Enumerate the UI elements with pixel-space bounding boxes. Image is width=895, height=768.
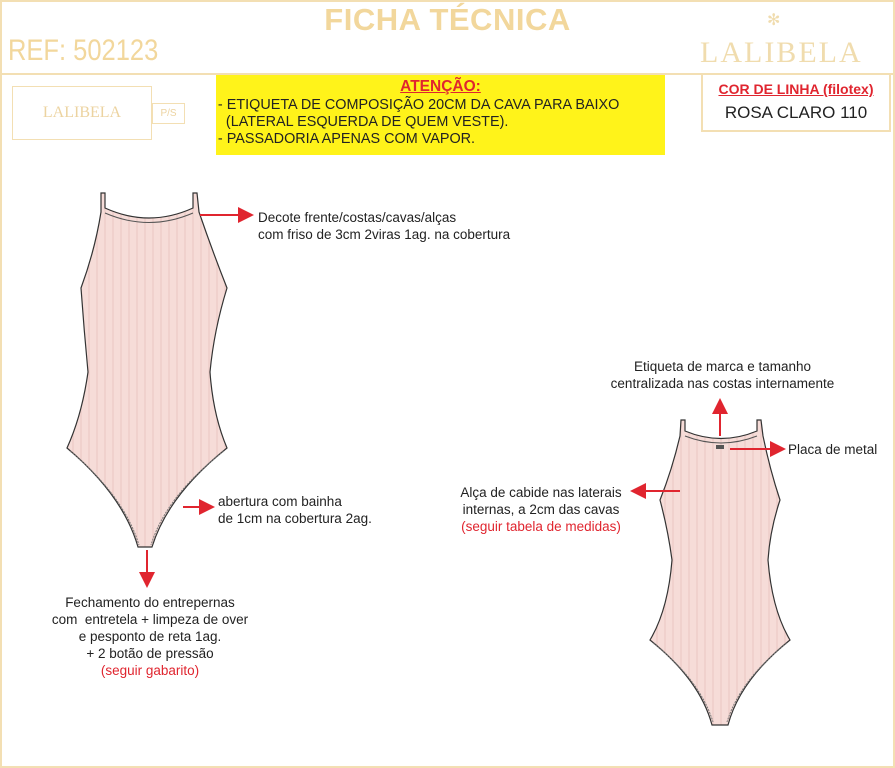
metal-plate-note: Placa de metal (788, 442, 878, 457)
warning-box: ATENÇÃO: - ETIQUETA DE COMPOSIÇÃO 20CM D… (216, 75, 665, 155)
thread-value: ROSA CLARO 110 (724, 103, 868, 122)
page-title: FICHA TÉCNICA (324, 2, 571, 37)
note-line: Fechamento do entrepernas (65, 595, 235, 610)
note-line: abertura com bainha (218, 494, 342, 509)
note-line: (seguir tabela de medidas) (461, 519, 621, 534)
note-line: Alça de cabide nas laterais (460, 485, 622, 500)
note-line: de 1cm na cobertura 2ag. (218, 511, 372, 526)
metal-plate-icon (716, 445, 724, 449)
header-divider (0, 73, 895, 75)
thread-color-box: COR DE LINHA (filotex) ROSA CLARO 110 (701, 75, 891, 132)
bee-logo-icon: ✻ (767, 12, 781, 29)
note-line: internas, a 2cm das cavas (462, 502, 620, 517)
crotch-note: Fechamento do entrepernas com entretela … (30, 594, 270, 679)
leg-note: abertura com bainha de 1cm na cobertura … (218, 493, 372, 527)
warning-heading: ATENÇÃO: (400, 78, 481, 95)
reference-code: REF: 502123 (8, 34, 159, 67)
warning-line: (LATERAL ESQUERDA DE QUEM VESTE). (217, 113, 509, 130)
brand-logo: LALIBELA (700, 36, 863, 69)
callout-arrows (139, 207, 786, 588)
hanger-loop-note: Alça de cabide nas laterais internas, a … (452, 484, 630, 535)
warning-line: - PASSADORIA APENAS COM VAPOR. (217, 130, 476, 147)
brand-label-sample: LALIBELA (12, 86, 152, 140)
note-line: (seguir gabarito) (100, 663, 200, 678)
warning-line: - ETIQUETA DE COMPOSIÇÃO 20CM DA CAVA PA… (217, 96, 620, 113)
note-line: + 2 botão de pressão (86, 646, 214, 661)
thread-heading: COR DE LINHA (filotex) (718, 81, 874, 97)
back-bodysuit (649, 419, 791, 726)
note-line: com entretela + limpeza de over (51, 612, 249, 627)
note-line: com friso de 3cm 2viras 1ag. na cobertur… (258, 227, 511, 242)
note-line: e pesponto de reta 1ag. (78, 629, 222, 644)
front-bodysuit (66, 192, 228, 548)
note-line: Decote frente/costas/cavas/alças (258, 210, 457, 225)
size-label: P/S (152, 103, 185, 124)
note-line: centralizada nas costas internamente (610, 376, 835, 391)
note-line: Etiqueta de marca e tamanho (633, 359, 812, 374)
neckline-note: Decote frente/costas/cavas/alças com fri… (258, 209, 510, 243)
brand-label-note: Etiqueta de marca e tamanho centralizada… (600, 358, 845, 392)
